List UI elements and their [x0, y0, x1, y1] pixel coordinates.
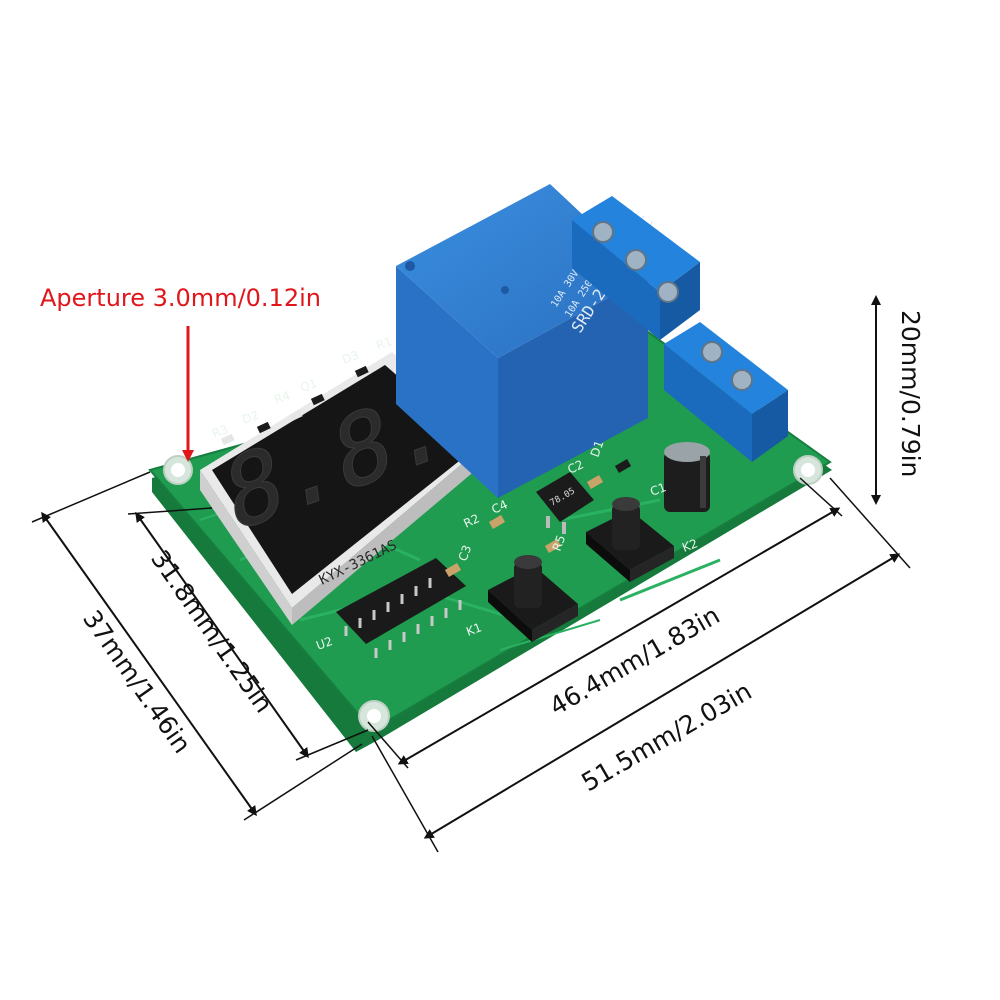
silk-r1: R1 — [374, 334, 394, 353]
silk-c2: C2 — [565, 457, 585, 476]
mounting-hole-right — [793, 455, 823, 485]
terminal-block-2pos — [664, 322, 788, 462]
mounting-hole-left — [163, 455, 193, 485]
dimension-height: 20mm/0.79in — [871, 295, 925, 505]
height-label: 20mm/0.79in — [896, 310, 925, 477]
silk-d2: D2 — [240, 408, 261, 427]
mounting-hole-bottom — [358, 700, 390, 732]
silk-r4: R4 — [272, 388, 292, 407]
silk-c1: C1 — [648, 480, 668, 499]
silk-u2: U2 — [314, 634, 334, 653]
aperture-label: Aperture 3.0mm/0.12in — [40, 284, 321, 312]
depth-outer-label: 37mm/1.46in — [77, 605, 197, 759]
silk-r3: R3 — [210, 422, 230, 441]
silk-q1: Q1 — [298, 376, 319, 395]
silk-d1: D1 — [588, 438, 607, 459]
capacitor-c1 — [664, 442, 710, 512]
aperture-callout: Aperture 3.0mm/0.12in — [40, 284, 321, 462]
terminal-block-3pos — [572, 196, 700, 340]
silk-d3: D3 — [340, 348, 361, 367]
